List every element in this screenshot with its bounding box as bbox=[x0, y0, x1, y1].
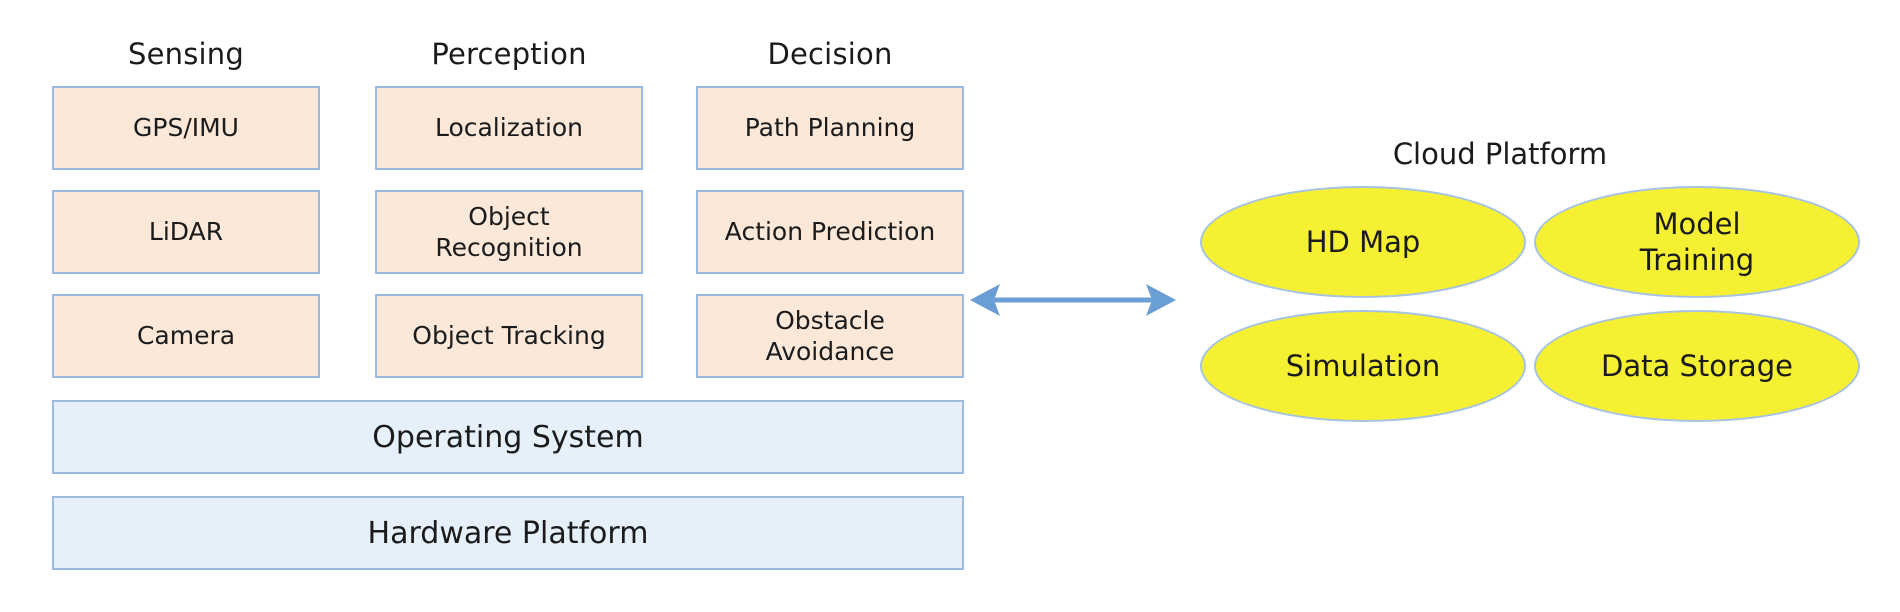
cloud-model-training: Model Training bbox=[1534, 186, 1860, 298]
layer-hardware-platform: Hardware Platform bbox=[52, 496, 964, 570]
module-object-recognition: Object Recognition bbox=[375, 190, 643, 274]
cloud-data-storage: Data Storage bbox=[1534, 310, 1860, 422]
module-obstacle-avoidance: Obstacle Avoidance bbox=[696, 294, 964, 378]
cloud-platform-title: Cloud Platform bbox=[1392, 137, 1608, 171]
column-header-sensing: Sensing bbox=[128, 37, 244, 71]
arrow-head-left bbox=[970, 284, 1000, 316]
module-object-tracking: Object Tracking bbox=[375, 294, 643, 378]
column-header-decision: Decision bbox=[767, 37, 893, 71]
layer-operating-system: Operating System bbox=[52, 400, 964, 474]
cloud-simulation: Simulation bbox=[1200, 310, 1526, 422]
module-camera: Camera bbox=[52, 294, 320, 378]
column-header-perception: Perception bbox=[431, 37, 587, 71]
arrow-head-right bbox=[1146, 284, 1176, 316]
module-localization: Localization bbox=[375, 86, 643, 170]
module-gps-imu: GPS/IMU bbox=[52, 86, 320, 170]
module-action-prediction: Action Prediction bbox=[696, 190, 964, 274]
bidirectional-arrow bbox=[970, 284, 1176, 316]
module-path-planning: Path Planning bbox=[696, 86, 964, 170]
cloud-hd-map: HD Map bbox=[1200, 186, 1526, 298]
module-lidar: LiDAR bbox=[52, 190, 320, 274]
